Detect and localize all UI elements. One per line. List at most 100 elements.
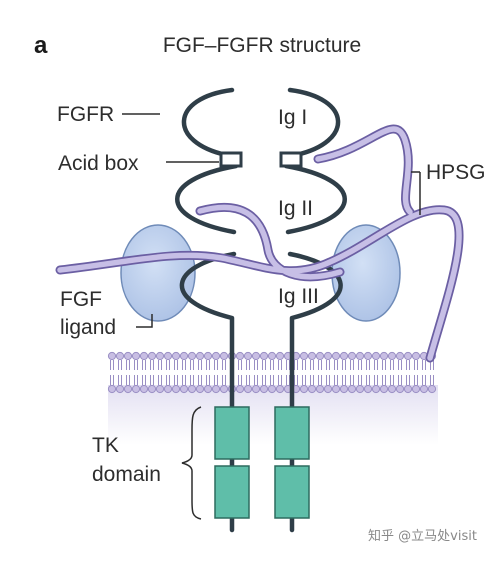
lipid-head [243,351,253,361]
lipid-head [355,384,365,394]
lipid-head [379,384,389,394]
tk-domain-left [214,406,250,519]
hpsg-leader-line [411,171,421,215]
lipid-head [195,384,205,394]
lipid-head [323,384,333,394]
lipid-head [179,384,189,394]
lipid-head [211,384,221,394]
lipid-head [251,351,261,361]
lipid-head [403,351,413,361]
lipid-head [251,384,261,394]
ligand-label: ligand [60,316,116,339]
lipid-head [387,351,397,361]
lipid-head [123,351,133,361]
lipid-head [331,384,341,394]
lipid-head [155,384,165,394]
fgfr-label: FGFR [57,103,114,126]
lipid-head [171,351,181,361]
lipid-head [171,384,181,394]
lipid-head [195,351,205,361]
fgf-ligand-left [120,224,196,322]
fgf-ligand-leader-line [136,314,153,328]
lipid-head [355,351,365,361]
lipid-head [395,384,405,394]
watermark: 知乎 @立马处visit [368,528,477,544]
acid-box-label: Acid box [58,152,139,175]
ig2-label: Ig II [278,197,313,220]
lipid-head [115,351,125,361]
lipid-head [179,351,189,361]
fgf-label: FGF [60,288,102,311]
acid-box-right [279,151,303,168]
lipid-head [315,351,325,361]
lipid-head [235,384,245,394]
lipid-head [371,384,381,394]
lipid-head [331,351,341,361]
lipid-head [107,351,117,361]
lipid-head [147,351,157,361]
lipid-head [259,384,269,394]
lipid-head [427,384,437,394]
lipid-head [299,384,309,394]
lipid-head [387,384,397,394]
lipid-head [139,384,149,394]
lipid-head [131,351,141,361]
figure-title: FGF–FGFR structure [163,34,361,57]
lipid-head [107,384,117,394]
lipid-head [315,384,325,394]
lipid-head [419,384,429,394]
lipid-head [363,384,373,394]
lipid-head [243,384,253,394]
hpsg-label: HPSG [426,161,486,184]
lipid-head [115,384,125,394]
tk-domain-right [274,406,310,519]
fgfr-right-chain [283,87,347,533]
lipid-head [363,351,373,361]
lipid-head [235,351,245,361]
lipid-head [219,351,229,361]
lipid-head [203,384,213,394]
acid-box-left [219,151,243,168]
lipid-head [267,351,277,361]
lipid-head [203,351,213,361]
panel-letter: a [34,32,48,59]
lipid-head [275,384,285,394]
cell-membrane [107,351,437,394]
lipid-head [259,351,269,361]
lipid-head [275,351,285,361]
lipid-head [211,351,221,361]
lipid-head [163,351,173,361]
lipid-head [131,384,141,394]
lipid-head [395,351,405,361]
lipid-head [147,384,157,394]
lipid-head [163,384,173,394]
lipid-head [323,351,333,361]
ig1-label: Ig I [278,106,307,129]
lipid-head [299,351,309,361]
lipid-head [307,384,317,394]
lipid-head [339,384,349,394]
cytoplasm-region [108,385,438,445]
lipid-head [123,384,133,394]
lipid-head [187,351,197,361]
lipid-head [187,384,197,394]
lipid-head [379,351,389,361]
lipid-head [307,351,317,361]
lipid-head [411,384,421,394]
lipid-head [339,351,349,361]
lipid-head [347,384,357,394]
domain-label: domain [92,463,161,486]
hpsg-strand [57,126,462,361]
lipid-head [411,351,421,361]
lipid-head [371,351,381,361]
lipid-head [347,351,357,361]
tk-domain-bracket [181,406,202,520]
tk-label: TK [92,434,119,457]
lipid-head [403,384,413,394]
lipid-head [139,351,149,361]
lipid-head [155,351,165,361]
lipid-head [267,384,277,394]
lipid-head [219,384,229,394]
ig3-label: Ig III [278,285,319,308]
